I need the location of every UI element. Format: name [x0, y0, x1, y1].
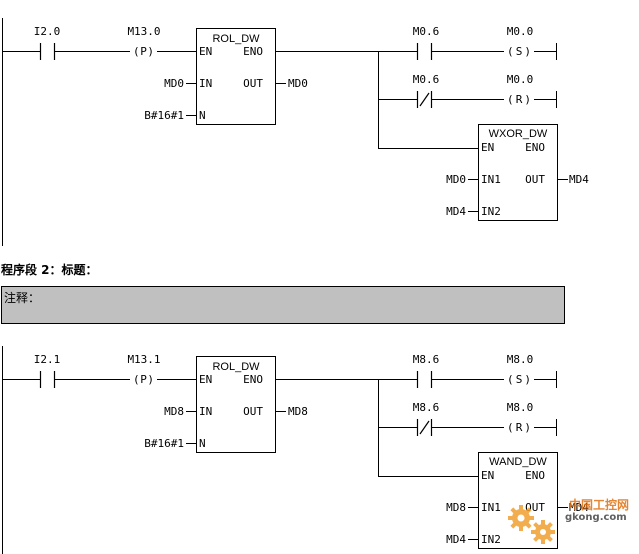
rotate-block[interactable]: ROL_DW EN ENO IN OUT N — [196, 28, 276, 125]
in1-operand: MD8 — [446, 501, 466, 514]
svg-text:): ) — [524, 45, 531, 58]
block-name: WXOR_DW — [489, 128, 548, 140]
out-operand: MD8 — [288, 405, 308, 418]
pin-in1: IN1 — [481, 173, 501, 186]
no-contact[interactable] — [39, 43, 56, 60]
edge-address: M13.1 — [127, 353, 160, 366]
svg-text:): ) — [147, 45, 154, 58]
pin-en: EN — [481, 469, 494, 482]
pin-en: EN — [481, 141, 494, 154]
watermark-brand: 中国工控网 — [569, 498, 630, 512]
coil-symbol: R — [516, 421, 523, 434]
pin-eno: ENO — [243, 45, 263, 58]
contact-address: M8.6 — [413, 353, 440, 366]
coil-address: M0.0 — [507, 25, 534, 38]
coil-address: M8.0 — [507, 401, 534, 414]
no-contact[interactable] — [416, 371, 433, 388]
no-contact[interactable] — [416, 43, 433, 60]
pin-out: OUT — [243, 405, 263, 418]
out-operand: MD4 — [569, 173, 589, 186]
edge-symbol: P — [140, 373, 147, 386]
out-operand: MD0 — [288, 77, 308, 90]
pin-out: OUT — [243, 77, 263, 90]
edge-address: M13.0 — [127, 25, 160, 38]
set-coil[interactable]: ( ) S — [507, 45, 531, 58]
comment-label: 注释： — [4, 291, 41, 305]
coil-address: M8.0 — [507, 353, 534, 366]
pin-in1: IN1 — [481, 501, 501, 514]
nc-contact[interactable] — [416, 91, 433, 108]
in-operand: MD8 — [164, 405, 184, 418]
contact-address: I2.1 — [34, 353, 61, 366]
coil-symbol: S — [516, 373, 523, 386]
pin-eno: ENO — [243, 373, 263, 386]
watermark-url: gkong.com — [565, 512, 627, 523]
svg-text:): ) — [524, 93, 531, 106]
block-name: ROL_DW — [212, 33, 260, 45]
svg-text:(: ( — [507, 421, 514, 434]
watermark: 中国工控网 gkong.com — [503, 496, 639, 554]
gear-icon — [508, 505, 555, 544]
out-operand: MD4 — [569, 501, 589, 514]
network-1 — [2, 18, 568, 246]
no-contact[interactable] — [39, 371, 56, 388]
in-operand: MD0 — [164, 77, 184, 90]
n-operand: B#16#1 — [144, 109, 184, 122]
svg-text:(: ( — [507, 373, 514, 386]
contact-address: M8.6 — [413, 401, 440, 414]
svg-text:(: ( — [507, 93, 514, 106]
contact-address: M0.6 — [413, 25, 440, 38]
network-title[interactable]: 程序段 2：标题： — [1, 263, 98, 277]
block-name: ROL_DW — [212, 361, 260, 373]
pin-in2: IN2 — [481, 205, 501, 218]
coil-symbol: R — [516, 93, 523, 106]
in2-operand: MD4 — [446, 205, 466, 218]
block-name: WAND_DW — [489, 456, 547, 468]
pin-n: N — [199, 437, 206, 450]
svg-text:(: ( — [133, 45, 140, 58]
nc-contact[interactable] — [416, 419, 433, 436]
pin-en: EN — [199, 45, 212, 58]
pin-out: OUT — [525, 173, 545, 186]
pin-eno: ENO — [525, 469, 545, 482]
coil-address: M0.0 — [507, 73, 534, 86]
svg-text:(: ( — [133, 373, 140, 386]
edge-coil[interactable]: ( ) P — [133, 45, 154, 58]
edge-coil[interactable]: ( ) P — [133, 373, 154, 386]
pin-en: EN — [199, 373, 212, 386]
in2-operand: MD4 — [446, 533, 466, 546]
svg-text:(: ( — [507, 45, 514, 58]
reset-coil[interactable]: ( ) R — [507, 421, 531, 434]
edge-symbol: P — [140, 45, 147, 58]
n-operand: B#16#1 — [144, 437, 184, 450]
pin-n: N — [199, 109, 206, 122]
comment-box[interactable]: 注释： — [1, 286, 565, 324]
set-coil[interactable]: ( ) S — [507, 373, 531, 386]
in1-operand: MD0 — [446, 173, 466, 186]
svg-text:): ) — [524, 421, 531, 434]
rotate-block[interactable]: ROL_DW EN ENO IN OUT N — [196, 356, 276, 453]
pin-eno: ENO — [525, 141, 545, 154]
pin-in2: IN2 — [481, 533, 501, 546]
pin-in: IN — [199, 77, 212, 90]
coil-symbol: S — [516, 45, 523, 58]
network-2 — [2, 346, 568, 554]
contact-address: I2.0 — [34, 25, 61, 38]
reset-coil[interactable]: ( ) R — [507, 93, 531, 106]
svg-text:): ) — [147, 373, 154, 386]
contact-address: M0.6 — [413, 73, 440, 86]
logic-block[interactable]: WXOR_DW EN ENO IN1 OUT IN2 — [478, 124, 558, 221]
svg-text:): ) — [524, 373, 531, 386]
pin-in: IN — [199, 405, 212, 418]
